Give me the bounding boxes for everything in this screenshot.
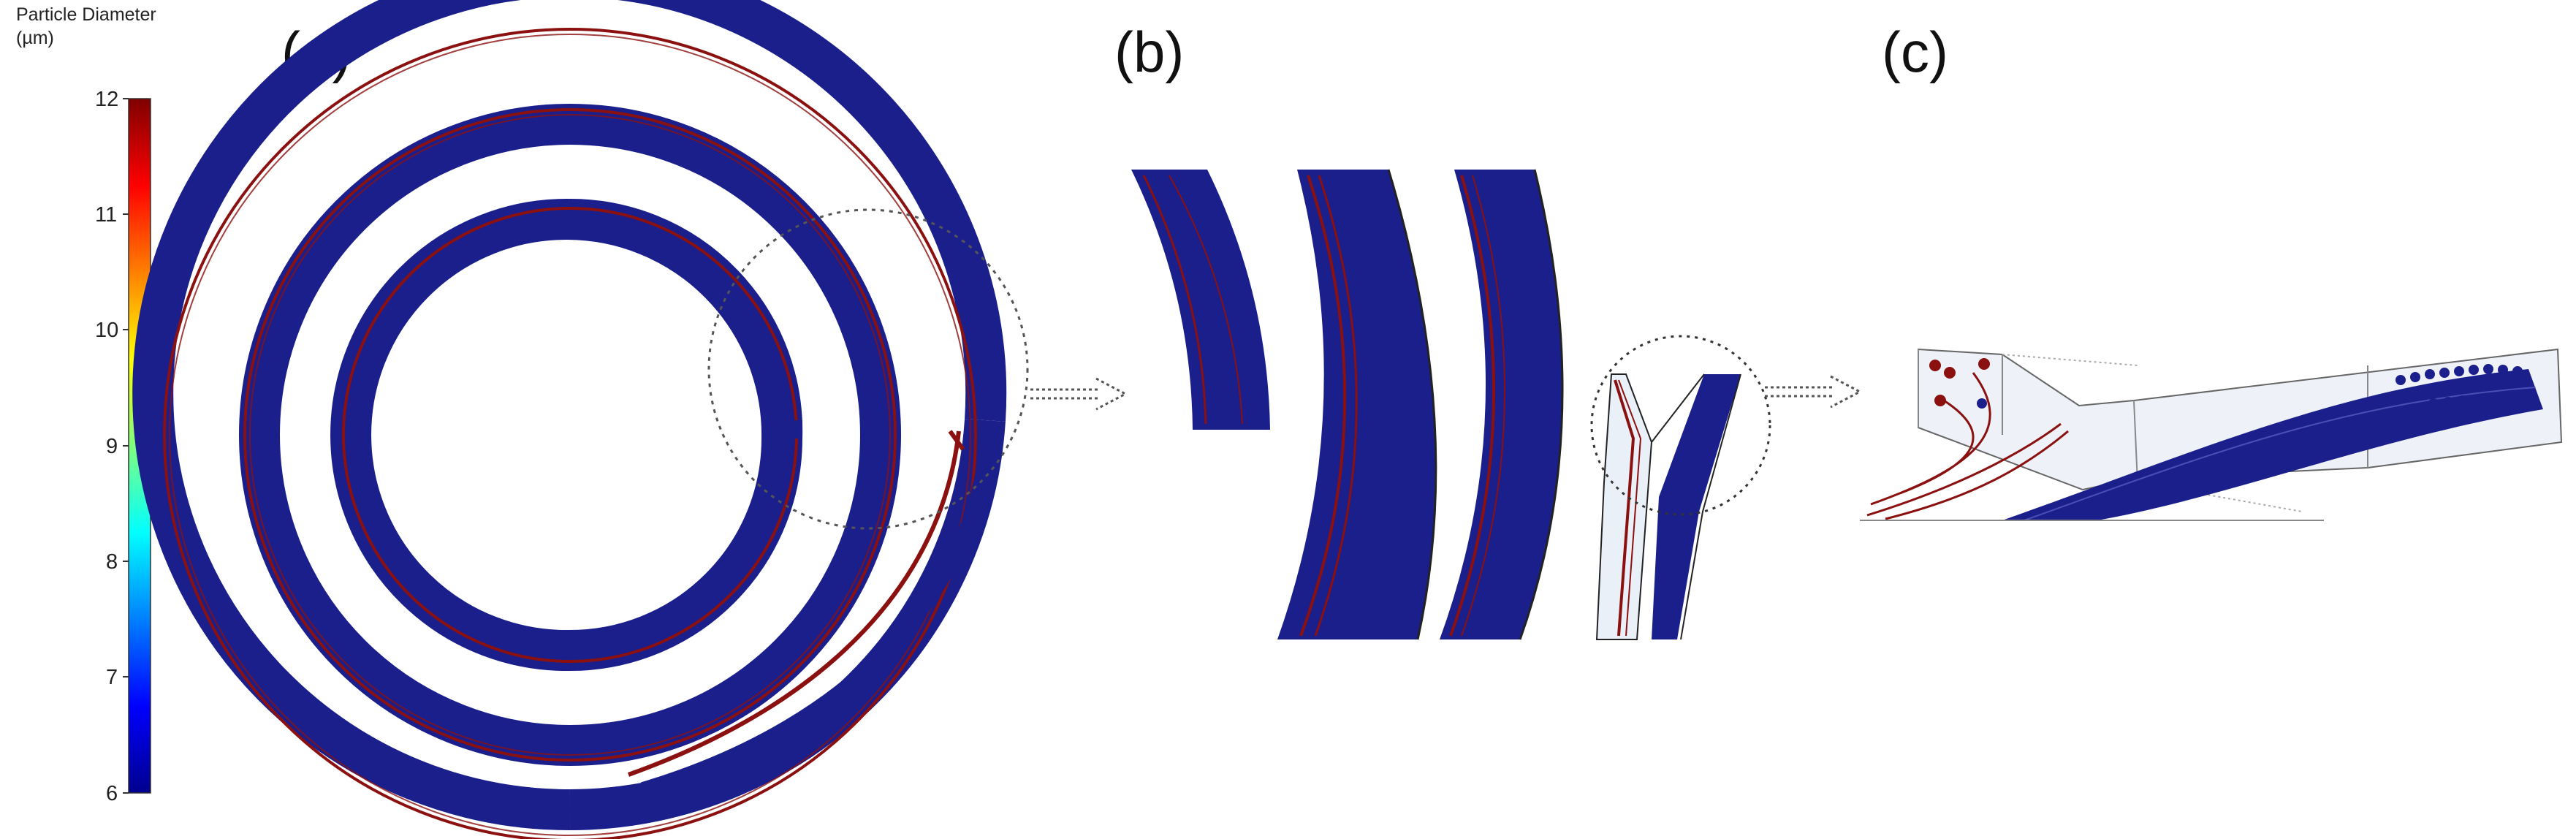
bifurcation-right-branch: [1652, 374, 1741, 639]
segment-1-red-streak: [1142, 175, 1207, 425]
colorbar-tick-label: 6: [106, 782, 118, 805]
outlet-hidden-edges: [2002, 354, 2303, 512]
spiral-outlet-red: [627, 430, 961, 777]
small-particle-trajectory-bundle: [2002, 369, 2543, 520]
colorbar-tick-label: 8: [106, 550, 118, 574]
spiral-middle-large-particle-band: [249, 114, 891, 756]
arrow-a-to-b: [1030, 377, 1128, 411]
spiral-outer-large-particle-band: [163, 28, 977, 839]
large-particle-marker: [1934, 395, 1946, 406]
colorbar-tick-label: 7: [106, 666, 118, 689]
colorbar-title: Particle Diameter: [16, 4, 156, 25]
bifurcation-wall: [1651, 373, 1741, 640]
large-particle-marker: [1978, 358, 1990, 370]
spiral-outer-loop: [132, 0, 1007, 830]
large-particle-trajectories: [1866, 372, 2069, 520]
colorbar-tick-label: 10: [95, 319, 118, 342]
small-particle-markers-cluster: [2395, 364, 2526, 411]
panel-b-channel-sections: [1131, 169, 1771, 640]
bifurcation-red-stream: [1614, 379, 1635, 637]
channel-segment-3: [1440, 170, 1563, 639]
colorbar-unit: (µm): [16, 28, 54, 48]
bifurcation-left-branch: [1595, 373, 1653, 640]
channel-segment-1: [1131, 170, 1270, 430]
panel-label-b: (b): [1114, 20, 1184, 84]
segment-3-red-band: [1461, 175, 1506, 637]
bifurcation-red-stream: [1618, 379, 1642, 637]
zoom-circle-a: [707, 208, 1029, 530]
panel-a-spiral: [132, 0, 1029, 839]
spiral-inner-loop: [330, 199, 803, 672]
large-particle-marker: [1929, 360, 1941, 371]
colorbar-ticks: 12 11 10 9 8 7 6: [95, 88, 129, 805]
spiral-middle-loop: [239, 104, 901, 766]
segment-2-wall: [1387, 169, 1437, 640]
segment-2-red-band: [1299, 175, 1347, 637]
colorbar-tick-label: 11: [95, 203, 117, 227]
small-particle-marker: [1977, 398, 1987, 409]
colorbar-tick-label: 9: [106, 435, 118, 458]
large-particle-marker: [1944, 367, 1956, 379]
spiral-outlet-blue: [641, 446, 994, 797]
spiral-middle-large-particle-band: [243, 108, 897, 762]
spiral-outer-large-particle-band: [169, 34, 971, 836]
outlet-chamber-edges: [1918, 349, 2368, 483]
zoom-circle-b: [1590, 335, 1771, 516]
segment-1-red-streak: [1169, 175, 1243, 425]
panel-label-c: (c): [1882, 20, 1948, 84]
arrow-b-to-c: [1765, 375, 1863, 409]
panel-c-3d-outlet: [1860, 348, 2563, 521]
segment-3-red-band: [1449, 175, 1496, 637]
colorbar-tick-label: 12: [95, 88, 118, 111]
segment-2-red-band: [1314, 175, 1358, 637]
segment-3-wall: [1519, 169, 1564, 640]
small-particle-trajectory-highlight: [2024, 387, 2537, 521]
outlet-red-stub: [948, 430, 965, 451]
